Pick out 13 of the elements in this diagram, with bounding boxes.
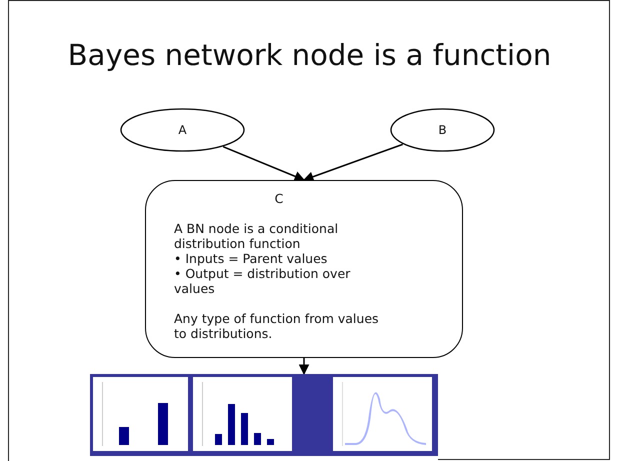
arrow — [303, 144, 403, 182]
ellipse-node: A — [120, 108, 245, 152]
arrow — [298, 358, 310, 376]
image-strip — [90, 374, 438, 456]
node-text: A BN node is a conditional distribution function — [174, 221, 340, 251]
slide-title: Bayes network node is a function — [66, 38, 552, 72]
ellipse-node: B — [390, 108, 495, 152]
rounded-box — [145, 180, 463, 358]
node-heading: C — [274, 191, 284, 206]
node-text: Any type of function from values to distributions. — [174, 311, 380, 341]
node-text: • Output = distribution over values — [174, 266, 352, 296]
arrow — [222, 146, 305, 182]
node-text: • Inputs = Parent values — [174, 251, 328, 266]
